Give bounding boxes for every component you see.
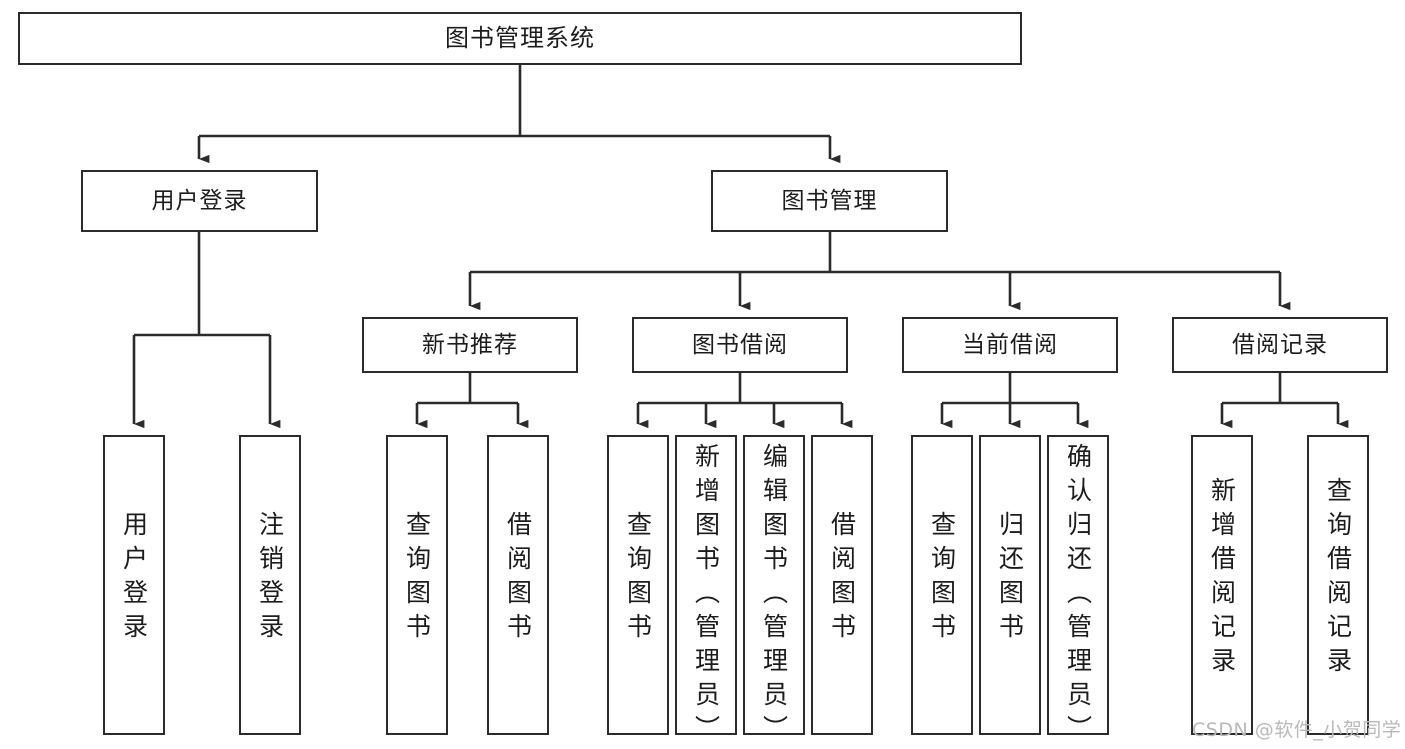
- leaf-confirm-return-admin[interactable]: 确认归还（管理员）: [1047, 435, 1109, 749]
- node-book-management[interactable]: 图书管理: [711, 170, 948, 232]
- node-label: 图书借阅: [692, 331, 788, 358]
- node-borrow-record[interactable]: 借阅记录: [1172, 317, 1388, 373]
- leaf-edit-book-admin[interactable]: 编辑图书（管理员）: [743, 435, 805, 749]
- node-label: 用户登录: [119, 511, 149, 647]
- node-user-login[interactable]: 用户登录: [81, 170, 318, 232]
- node-label: 新增图书（管理员）: [691, 443, 721, 749]
- leaf-query-borrow-record[interactable]: 查询借阅记录: [1307, 435, 1369, 735]
- node-label: 确认归还（管理员）: [1063, 443, 1093, 749]
- node-label: 归还图书: [995, 511, 1025, 647]
- leaf-query-book-recommend[interactable]: 查询图书: [386, 435, 448, 735]
- node-label: 注销登录: [255, 511, 285, 647]
- node-current-borrow[interactable]: 当前借阅: [902, 317, 1118, 373]
- node-label: 编辑图书（管理员）: [759, 443, 789, 749]
- node-label: 借阅图书: [503, 511, 533, 647]
- node-label: 新书推荐: [422, 331, 518, 358]
- leaf-add-book-admin[interactable]: 新增图书（管理员）: [675, 435, 737, 749]
- node-label: 当前借阅: [962, 331, 1058, 358]
- leaf-add-borrow-record[interactable]: 新增借阅记录: [1191, 435, 1253, 735]
- csdn-watermark: CSDN @软件_小贺同学: [1192, 719, 1402, 741]
- leaf-borrow-book[interactable]: 借阅图书: [811, 435, 873, 735]
- node-label: 查询图书: [402, 511, 432, 647]
- node-label: 查询图书: [623, 511, 653, 647]
- leaf-logout[interactable]: 注销登录: [239, 435, 301, 735]
- leaf-query-book-borrow[interactable]: 查询图书: [607, 435, 669, 735]
- node-new-book-recommend[interactable]: 新书推荐: [362, 317, 578, 373]
- node-label: 图书管理: [781, 187, 878, 214]
- node-label: 查询借阅记录: [1323, 477, 1353, 681]
- node-label: 借阅图书: [827, 511, 857, 647]
- leaf-borrow-book-recommend[interactable]: 借阅图书: [487, 435, 549, 735]
- node-label: 新增借阅记录: [1207, 477, 1237, 681]
- node-label: 借阅记录: [1232, 331, 1328, 358]
- leaf-return-book[interactable]: 归还图书: [979, 435, 1041, 735]
- node-label: 查询图书: [927, 511, 957, 647]
- node-label: 用户登录: [151, 187, 248, 214]
- node-root-system[interactable]: 图书管理系统: [18, 12, 1022, 65]
- leaf-query-book-current[interactable]: 查询图书: [911, 435, 973, 735]
- node-label: 图书管理系统: [445, 23, 595, 52]
- node-book-borrow[interactable]: 图书借阅: [632, 317, 848, 373]
- leaf-user-login[interactable]: 用户登录: [103, 435, 165, 735]
